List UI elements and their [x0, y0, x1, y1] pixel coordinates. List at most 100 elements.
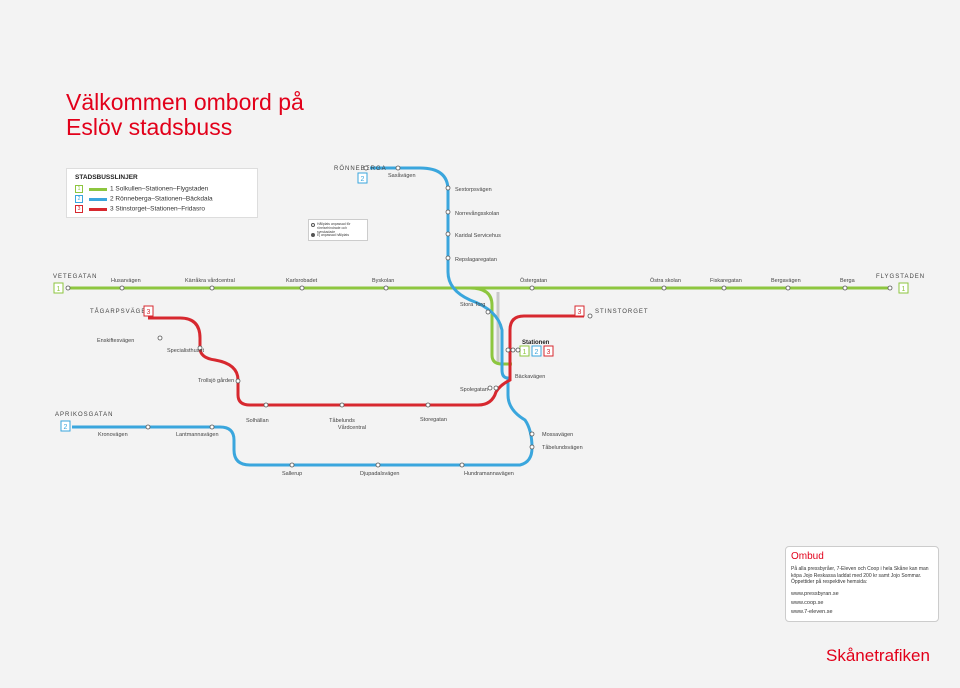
stop-djupadalsvagen: Djupadalsvägen — [360, 471, 399, 477]
stop-karidal: Karidal Servicehus — [455, 233, 501, 239]
stop-markers — [65, 165, 893, 468]
line-1-branch — [469, 286, 512, 366]
stop-marker — [375, 462, 381, 468]
ombud-link-coop[interactable]: www.coop.se — [791, 600, 824, 606]
stop-husarvagen: Husarvägen — [111, 278, 141, 284]
stop-marker — [197, 345, 203, 351]
terminus-ronneberga: RÖNNEBERGA 2 — [334, 165, 387, 184]
stop-marker — [661, 285, 667, 291]
terminus-vetegatan-num: 1 — [57, 286, 61, 293]
stop-solhallan: Solhällan — [246, 418, 269, 424]
legend-line-1-swatch — [89, 187, 107, 191]
line-3-path — [148, 314, 584, 407]
stop-specialisthuset: Specialisthuset — [167, 348, 204, 354]
stop-norrevangsskolan: Norrevångsskolan — [455, 210, 499, 217]
stop-marker — [209, 424, 215, 430]
stationen-num-1: 1 — [523, 349, 527, 356]
stop-marker — [145, 424, 151, 430]
stop-sextorpsvagen: Sextorpsvägen — [455, 187, 492, 193]
non-accessible-stop-icon — [311, 233, 315, 237]
stop-marker — [459, 462, 465, 468]
stop-spolegatan: Spolegatan — [460, 387, 488, 393]
stop-berga: Berga — [840, 278, 856, 284]
ombud-link-pressbyran[interactable]: www.pressbyran.se — [791, 591, 839, 597]
stationen-num-3: 3 — [547, 349, 551, 356]
stop-kronovagen: Kronovägen — [98, 432, 128, 438]
stop-marker — [587, 313, 593, 319]
legend-heading: STADSBUSSLINJER — [75, 174, 138, 181]
stop-trollsjogarden: Trollsjö gården — [198, 377, 234, 384]
title-line-1: Välkommen ombord på — [66, 89, 304, 115]
accessible-stop-label: Hållplats anpassad för rörelsehindrade o… — [317, 222, 351, 234]
stop-marker — [445, 209, 451, 215]
stop-stora-torg: Stora Torg — [460, 302, 485, 308]
stop-marker — [515, 347, 521, 353]
terminus-vetegatan-box — [53, 282, 64, 294]
stop-tabelundsvagen: Tåbelundsvägen — [542, 444, 583, 451]
stop-byskolan: Byskolan — [372, 278, 394, 284]
line-2-path — [72, 166, 534, 467]
stop-marker — [842, 285, 848, 291]
stop-marker — [887, 285, 893, 291]
ombud-box: Ombud På alla pressbyråer, 7-Eleven och … — [785, 546, 939, 622]
stop-marker — [119, 285, 125, 291]
stop-marker — [395, 165, 401, 171]
stationen-label: Stationen — [522, 340, 550, 346]
legend-line-2: 2 2 Rönneberga–Stationen–Bäckdala — [75, 195, 213, 203]
stop-marker — [263, 402, 269, 408]
stop-marker — [445, 231, 451, 237]
stop-tabelunds-vardcentral-1: Tåbelunds — [329, 417, 355, 424]
stop-type-legend: Hållplats anpassad för rörelsehindrade o… — [308, 219, 368, 241]
title-line-2: Eslöv stadsbuss — [66, 114, 233, 140]
stop-marker — [510, 347, 516, 353]
stop-marker — [445, 185, 451, 191]
stationen-line-2-box — [531, 345, 542, 357]
terminus-aprikosgatan: APRIKOSGATAN 2 — [55, 412, 113, 432]
stop-hundramannavagen: Hundramannavägen — [464, 471, 514, 477]
legend-line-3-num: 3 — [75, 205, 83, 213]
terminus-aprikosgatan-label: APRIKOSGATAN — [55, 412, 113, 418]
legend-line-3-swatch — [89, 207, 107, 211]
terminus-aprikosgatan-box — [60, 420, 71, 432]
stop-mossavagen: Mossavägen — [542, 432, 573, 438]
stop-lantmannavagen: Lantmannavägen — [176, 432, 219, 438]
terminus-ronneberga-num: 2 — [361, 176, 365, 183]
terminus-stinstorget-label: STINSTORGET — [595, 309, 649, 315]
stop-karrakra: Kärråkra vårdcentral — [185, 277, 235, 284]
terminus-flygstaden-num: 1 — [902, 286, 906, 293]
legend-line-1-num: 1 — [75, 185, 83, 193]
stop-fiskaregatan: Fiskaregatan — [710, 278, 742, 284]
stop-marker — [529, 285, 535, 291]
ombud-link-7eleven[interactable]: www.7-eleven.se — [791, 609, 833, 615]
terminus-tagarpsvagen-num: 3 — [147, 309, 151, 316]
legend-line-2-swatch — [89, 197, 107, 201]
page-title: Välkommen ombord på Eslöv stadsbuss — [66, 90, 304, 140]
stop-marker — [339, 402, 345, 408]
skanetrafiken-logo: Skånetrafiken — [826, 646, 930, 665]
stop-saxavagen: Saxåvägen — [388, 172, 416, 179]
accessible-stop-icon — [311, 223, 315, 227]
stop-marker — [235, 378, 241, 384]
terminus-vetegatan: VETEGATAN 1 — [53, 274, 97, 294]
terminus-aprikosgatan-num: 2 — [64, 424, 68, 431]
legend-line-2-num: 2 — [75, 195, 83, 203]
stop-marker — [529, 444, 535, 450]
stop-enskiftesvagen: Enskiftesvägen — [97, 338, 134, 344]
stop-marker — [493, 385, 499, 391]
stop-ostra-skolan: Östra skolan — [650, 277, 681, 284]
stop-backavagen: Bäckavägen — [515, 374, 545, 380]
terminus-vetegatan-label: VETEGATAN — [53, 274, 97, 280]
stop-marker — [363, 165, 369, 171]
terminus-ronneberga-label: RÖNNEBERGA — [334, 165, 387, 172]
legend-line-2-label: 2 Rönneberga–Stationen–Bäckdala — [110, 195, 213, 203]
stop-repslagaregatan: Repslagaregatan — [455, 257, 497, 263]
stop-storegatan: Storegatan — [420, 417, 447, 423]
stop-marker — [209, 285, 215, 291]
terminus-flygstaden-box — [898, 282, 909, 294]
terminus-ronneberga-box — [357, 172, 368, 184]
terminus-stinstorget: 3 STINSTORGET — [574, 305, 649, 317]
